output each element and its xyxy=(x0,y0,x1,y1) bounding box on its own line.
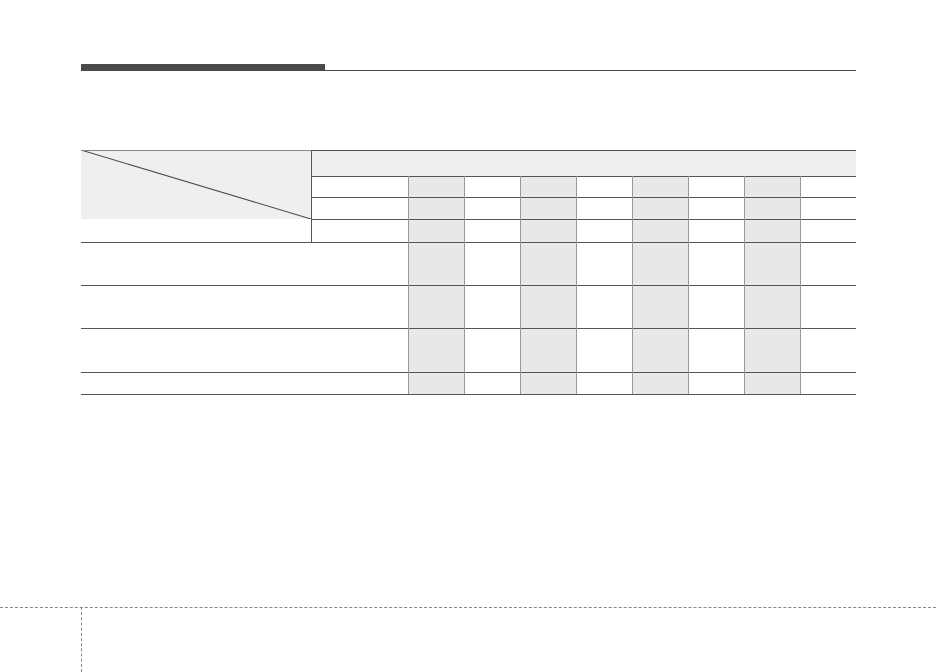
header-band xyxy=(311,150,856,176)
column-rule-1 xyxy=(408,176,409,394)
corner-right-rule xyxy=(311,150,312,242)
row-rule-7 xyxy=(81,372,856,373)
corner-top-rule xyxy=(81,150,311,151)
column-rule-3 xyxy=(520,176,521,394)
spec-table xyxy=(81,150,856,395)
page-margin-rule xyxy=(81,607,82,672)
column-rule-6 xyxy=(688,176,689,394)
row-rule-8 xyxy=(81,394,856,395)
column-rule-7 xyxy=(744,176,745,394)
column-rule-8 xyxy=(800,176,801,394)
column-rule-5 xyxy=(632,176,633,394)
row-rule-4 xyxy=(81,242,856,243)
row-rule-6 xyxy=(81,328,856,329)
section-header-rule xyxy=(325,70,856,71)
row-rule-5 xyxy=(81,285,856,286)
row-rule-0 xyxy=(311,150,856,151)
row-rule-2 xyxy=(311,197,856,198)
section-header-bar xyxy=(81,64,325,71)
row-rule-3 xyxy=(311,219,856,220)
column-rule-2 xyxy=(464,176,465,394)
column-rule-4 xyxy=(576,176,577,394)
page-footer-rule xyxy=(0,607,936,608)
corner-diagonal-line xyxy=(81,150,311,219)
row-rule-1 xyxy=(311,176,856,177)
corner-diagonal xyxy=(81,150,311,219)
